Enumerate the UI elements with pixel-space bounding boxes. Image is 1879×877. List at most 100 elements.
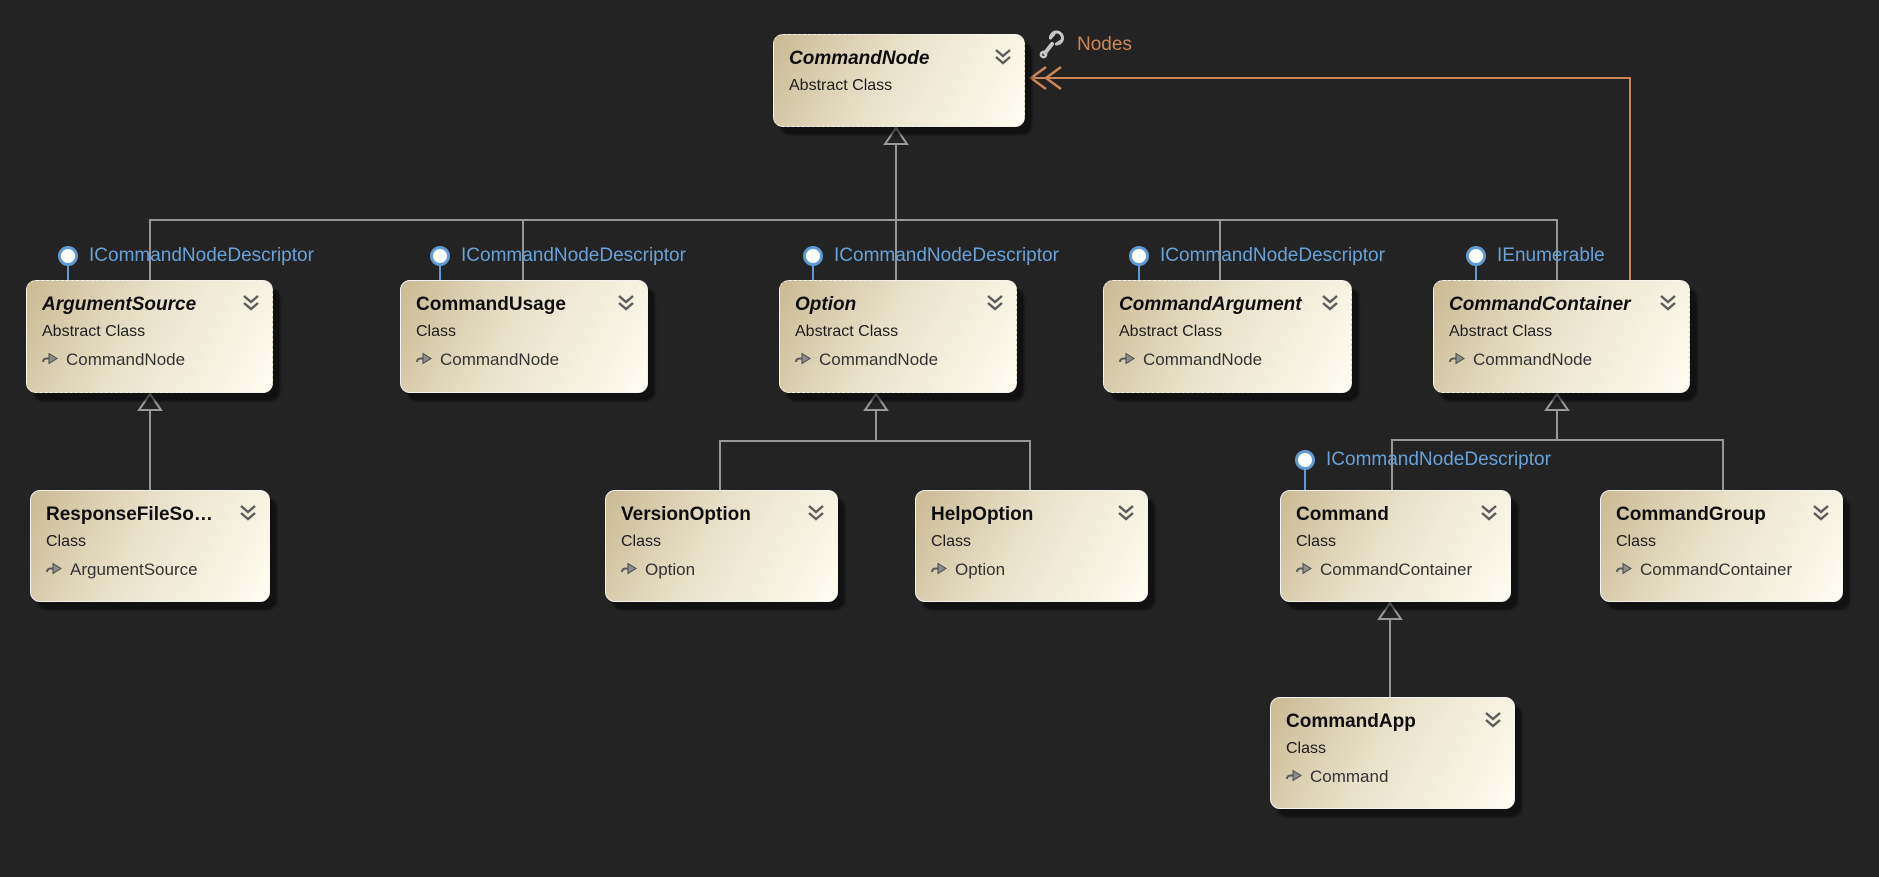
class-box-argumentsource[interactable]: ArgumentSource Abstract Class CommandNod… (26, 280, 273, 393)
class-stereotype: Class (931, 533, 972, 550)
wrench-icon[interactable] (1036, 30, 1064, 60)
lollipop-stem (439, 266, 441, 280)
class-title: HelpOption (931, 504, 1034, 525)
class-stereotype: Abstract Class (42, 323, 146, 340)
interface-lollipop[interactable]: ICommandNodeDescriptor (58, 245, 314, 280)
class-stereotype: Class (46, 533, 87, 550)
class-box-commandnode[interactable]: CommandNode Abstract Class (773, 34, 1025, 127)
class-box-commandcontainer[interactable]: CommandContainer Abstract Class CommandN… (1433, 280, 1690, 393)
lollipop-circle-icon[interactable] (1129, 246, 1149, 266)
lollipop-stem (812, 266, 814, 280)
collapse-chevron-icon[interactable] (1116, 504, 1136, 521)
class-box-command[interactable]: Command Class CommandContainer (1280, 490, 1511, 602)
base-type-name: Command (1310, 767, 1389, 786)
class-box-versionoption[interactable]: VersionOption Class Option (605, 490, 838, 602)
lollipop-circle-icon[interactable] (430, 246, 450, 266)
lollipop-stem (67, 266, 69, 280)
lollipop-stem (1138, 266, 1140, 280)
interface-label: ICommandNodeDescriptor (461, 245, 686, 266)
inheritance-line (1029, 440, 1031, 490)
class-box-commandapp[interactable]: CommandApp Class Command (1270, 697, 1515, 809)
base-type-name: CommandNode (440, 350, 560, 369)
base-type-name: CommandContainer (1640, 560, 1793, 579)
inheritance-line (1219, 219, 1221, 280)
base-type-row: CommandNode (1449, 348, 1675, 372)
base-type-row: CommandNode (416, 348, 633, 372)
class-stereotype: Abstract Class (789, 77, 893, 94)
base-type-arrow-icon (1616, 558, 1632, 582)
base-type-row: Option (931, 558, 1133, 582)
lollipop-circle-icon[interactable] (58, 246, 78, 266)
class-box-helpoption[interactable]: HelpOption Class Option (915, 490, 1148, 602)
base-type-arrow-icon (795, 348, 811, 372)
class-title: Command (1296, 504, 1389, 525)
interface-label: ICommandNodeDescriptor (1326, 449, 1551, 470)
class-title: ArgumentSource (42, 294, 197, 315)
interface-label: ICommandNodeDescriptor (1160, 245, 1385, 266)
base-type-row: CommandContainer (1296, 558, 1496, 582)
class-stereotype: Class (621, 533, 662, 550)
collapse-chevron-icon[interactable] (1479, 504, 1499, 521)
interface-lollipop[interactable]: ICommandNodeDescriptor (803, 245, 1059, 280)
base-type-name: CommandContainer (1320, 560, 1473, 579)
interface-lollipop[interactable]: ICommandNodeDescriptor (430, 245, 686, 280)
base-type-name: Option (645, 560, 696, 579)
base-type-row: CommandNode (1119, 348, 1337, 372)
class-box-commandusage[interactable]: CommandUsage Class CommandNode (400, 280, 648, 393)
class-box-option[interactable]: Option Abstract Class CommandNode (779, 280, 1017, 393)
class-title: ResponseFileSo… (46, 504, 213, 525)
interface-lollipop[interactable]: IEnumerable (1466, 245, 1605, 280)
class-title: CommandArgument (1119, 294, 1302, 315)
class-stereotype: Class (1616, 533, 1657, 550)
inheritance-line (875, 411, 877, 440)
class-box-responsefilesource[interactable]: ResponseFileSo… Class ArgumentSource (30, 490, 270, 602)
base-type-name: CommandNode (66, 350, 186, 369)
collapse-chevron-icon[interactable] (616, 294, 636, 311)
collapse-chevron-icon[interactable] (1811, 504, 1831, 521)
base-type-arrow-icon (416, 348, 432, 372)
collapse-chevron-icon[interactable] (993, 48, 1013, 65)
class-box-commandgroup[interactable]: CommandGroup Class CommandContainer (1600, 490, 1843, 602)
inheritance-line (719, 440, 1031, 442)
base-type-arrow-icon (46, 558, 62, 582)
interface-lollipop[interactable]: ICommandNodeDescriptor (1295, 449, 1551, 490)
base-type-arrow-icon (621, 558, 637, 582)
interface-label: IEnumerable (1497, 245, 1605, 266)
class-title: CommandContainer (1449, 294, 1631, 315)
collapse-chevron-icon[interactable] (1658, 294, 1678, 311)
collapse-chevron-icon[interactable] (985, 294, 1005, 311)
inheritance-line (1389, 620, 1391, 697)
collapse-chevron-icon[interactable] (1483, 711, 1503, 728)
base-type-row: CommandNode (795, 348, 1002, 372)
collapse-chevron-icon[interactable] (1320, 294, 1340, 311)
base-type-arrow-icon (1449, 348, 1465, 372)
association-arrowheads (1026, 64, 1064, 92)
class-stereotype: Class (1286, 740, 1327, 757)
class-stereotype: Class (1296, 533, 1337, 550)
lollipop-circle-icon[interactable] (803, 246, 823, 266)
lollipop-circle-icon[interactable] (1295, 450, 1315, 470)
base-type-row: Option (621, 558, 823, 582)
inheritance-arrow (1377, 601, 1403, 621)
inheritance-line (522, 219, 524, 280)
association-label[interactable]: Nodes (1077, 34, 1132, 55)
association-line[interactable] (1629, 77, 1631, 281)
interface-lollipop[interactable]: ICommandNodeDescriptor (1129, 245, 1385, 280)
base-type-row: CommandNode (42, 348, 258, 372)
inheritance-line (149, 411, 151, 490)
lollipop-circle-icon[interactable] (1466, 246, 1486, 266)
base-type-name: CommandNode (1143, 350, 1263, 369)
collapse-chevron-icon[interactable] (806, 504, 826, 521)
collapse-chevron-icon[interactable] (238, 504, 258, 521)
association-line[interactable] (1034, 77, 1631, 79)
base-type-name: CommandNode (819, 350, 939, 369)
class-box-commandargument[interactable]: CommandArgument Abstract Class CommandNo… (1103, 280, 1352, 393)
base-type-row: Command (1286, 765, 1500, 789)
class-stereotype: Abstract Class (795, 323, 899, 340)
class-title: Option (795, 294, 857, 315)
collapse-chevron-icon[interactable] (241, 294, 261, 311)
lollipop-stem (1475, 266, 1477, 280)
class-title: CommandUsage (416, 294, 566, 315)
inheritance-line (150, 219, 1558, 221)
inheritance-line (1556, 411, 1558, 439)
